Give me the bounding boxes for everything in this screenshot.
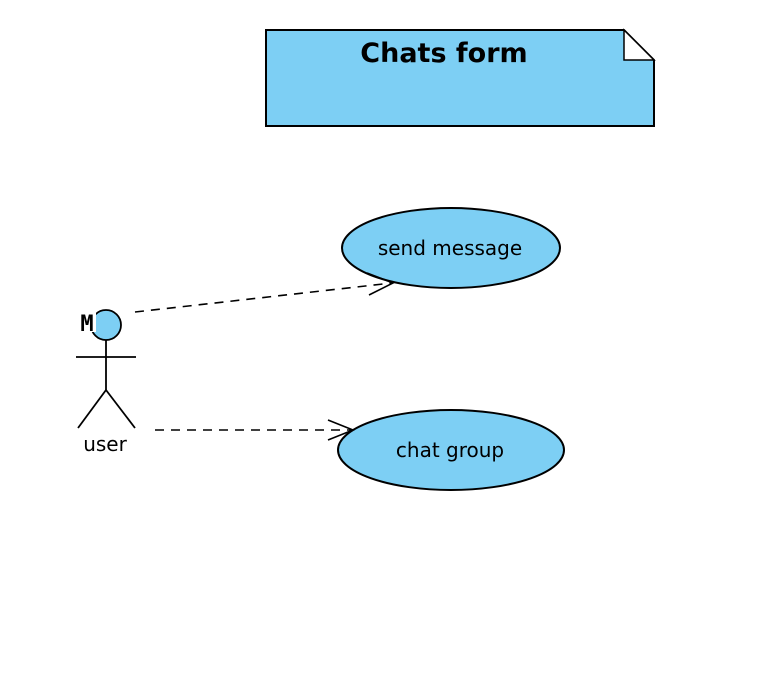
dependency-arrow-chat-group[interactable] [155,419,356,441]
note-title: Chats form [360,38,527,69]
actor-left-leg [77,389,107,429]
note-fold [623,28,656,61]
use-case-label: send message [378,236,522,260]
actor-user[interactable]: M user [76,309,136,456]
arrowhead-icon [327,419,356,441]
actor-label: user [83,432,127,456]
note[interactable]: Chats form [265,28,656,127]
use-case-ellipse [341,207,561,289]
note-body [265,29,655,127]
use-case-chat-group[interactable]: chat group [337,409,565,491]
badge-background [76,311,96,332]
arrowhead-icon [366,272,395,296]
use-case-send-message[interactable]: send message [341,207,561,289]
actor-right-leg [105,389,136,429]
actor-badge: M [80,312,93,337]
dependency-arrow-send-message[interactable] [134,272,395,313]
use-case-label: chat group [396,438,504,462]
dashed-connector [134,282,393,313]
use-case-ellipse [337,409,565,491]
